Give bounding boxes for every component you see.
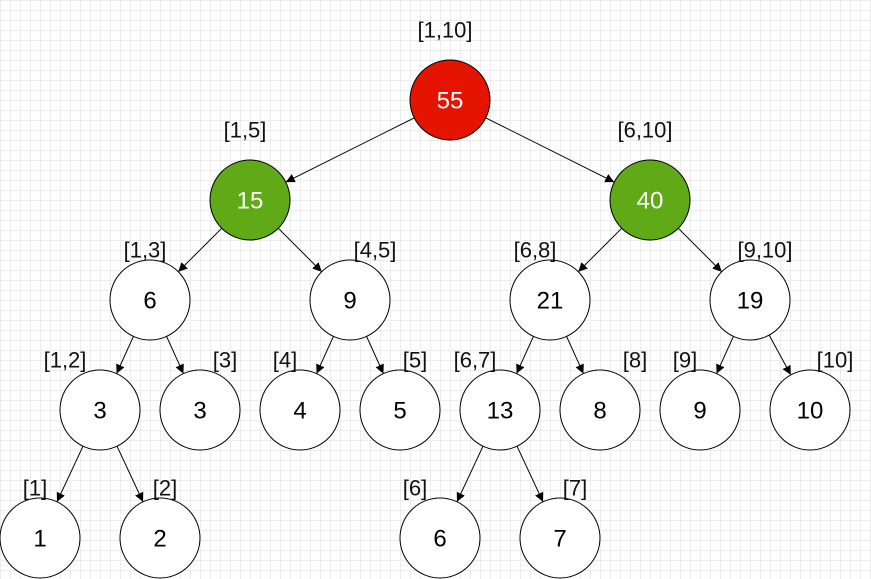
range-label: [6,10] xyxy=(617,118,672,143)
edge-n-4-5-to-n-5 xyxy=(366,336,384,374)
node-circle xyxy=(109,259,191,341)
node-value: 13 xyxy=(487,398,514,425)
edge-n-6-7-to-n-6 xyxy=(456,445,484,503)
tree-node: 6 xyxy=(399,497,481,579)
node-value: 6 xyxy=(433,526,446,553)
tree-node: 3 xyxy=(159,369,241,451)
tree-node: 8 xyxy=(559,369,641,451)
node-value: 21 xyxy=(537,288,564,315)
edge-n-6-7-to-n-7 xyxy=(516,445,544,503)
range-label: [10] xyxy=(817,348,854,373)
range-label: [1,5] xyxy=(224,118,267,143)
node-value: 3 xyxy=(93,398,106,425)
node-circle xyxy=(559,369,641,451)
range-label: [4] xyxy=(273,348,297,373)
range-label: [6,8] xyxy=(514,238,557,263)
node-value: 9 xyxy=(693,398,706,425)
node-circle xyxy=(399,497,481,579)
range-label: [5] xyxy=(403,348,427,373)
range-label: [1,2] xyxy=(44,348,87,373)
node-circle xyxy=(459,369,541,451)
range-labels: [1,10] [1,5] [6,10] [1,3] [4,5] [6,8] [9,10] [1… xyxy=(23,18,854,501)
node-value: 3 xyxy=(193,398,206,425)
edge-n-9-10-to-n-9 xyxy=(716,336,734,374)
tree-node: 10 xyxy=(769,369,851,451)
edge-n-9-10-to-n-10 xyxy=(768,334,792,376)
nodes: 55 15 40 6 9 21 19 3 3 4 5 13 8 9 10 1 2 6 7 xyxy=(0,59,851,579)
edge-n-1-5-to-n-1-3 xyxy=(177,227,223,273)
range-label: [1,10] xyxy=(417,18,472,43)
node-circle xyxy=(59,369,141,451)
tree-node: 3 xyxy=(59,369,141,451)
tree-node: 55 xyxy=(409,59,491,141)
tree-node: 4 xyxy=(259,369,341,451)
node-circle xyxy=(159,369,241,451)
range-label: [9] xyxy=(673,348,697,373)
tree-node: 9 xyxy=(309,259,391,341)
node-value: 10 xyxy=(797,398,824,425)
node-value: 8 xyxy=(593,398,606,425)
tree-node: 9 xyxy=(659,369,741,451)
edge-n-1-3-to-n-1-2 xyxy=(116,336,134,374)
node-circle xyxy=(0,497,81,579)
edge-n-1-5-to-n-4-5 xyxy=(277,227,323,273)
edge-n-1-2-to-n-1 xyxy=(56,445,84,503)
edge-n-4-5-to-n-4 xyxy=(316,336,334,374)
tree-node: 19 xyxy=(709,259,791,341)
tree-node: 15 xyxy=(209,159,291,241)
node-circle xyxy=(509,259,591,341)
tree-node: 40 xyxy=(609,159,691,241)
tree-node: 5 xyxy=(359,369,441,451)
node-value: 7 xyxy=(553,526,566,553)
edge-n-6-8-to-n-8 xyxy=(566,336,584,374)
node-circle xyxy=(259,369,341,451)
edge-n-6-10-to-n-6-8 xyxy=(577,227,623,273)
range-label: [2] xyxy=(153,476,177,501)
node-value: 15 xyxy=(237,188,264,215)
range-label: [3] xyxy=(213,348,237,373)
edge-n-6-8-to-n-6-7 xyxy=(516,336,534,374)
node-circle xyxy=(709,259,791,341)
node-circle xyxy=(409,59,491,141)
node-circle xyxy=(769,369,851,451)
node-value: 4 xyxy=(293,398,306,425)
range-label: [1] xyxy=(23,476,47,501)
range-label: [1,3] xyxy=(124,238,167,263)
tree-node: 6 xyxy=(109,259,191,341)
node-circle xyxy=(359,369,441,451)
range-label: [7] xyxy=(563,476,587,501)
edge-n-1-10-to-n-6-10 xyxy=(485,117,615,183)
node-circle xyxy=(659,369,741,451)
tree-node: 13 xyxy=(459,369,541,451)
edge-n-1-3-to-n-3 xyxy=(166,336,184,374)
tree-node: 2 xyxy=(119,497,201,579)
node-circle xyxy=(119,497,201,579)
node-circle xyxy=(309,259,391,341)
edge-n-6-10-to-n-9-10 xyxy=(677,227,723,273)
edge-n-1-10-to-n-1-5 xyxy=(285,117,415,183)
tree-node: 7 xyxy=(519,497,601,579)
edges xyxy=(56,117,792,503)
node-circle xyxy=(609,159,691,241)
edge-n-1-2-to-n-2 xyxy=(116,445,144,503)
tree-node: 1 xyxy=(0,497,81,579)
range-label: [9,10] xyxy=(737,238,792,263)
range-label: [6,7] xyxy=(454,348,497,373)
node-value: 1 xyxy=(33,526,46,553)
range-label: [4,5] xyxy=(354,238,397,263)
tree-node: 21 xyxy=(509,259,591,341)
node-circle xyxy=(209,159,291,241)
node-value: 6 xyxy=(143,288,156,315)
range-label: [8] xyxy=(623,348,647,373)
node-value: 55 xyxy=(437,88,464,115)
node-value: 2 xyxy=(153,526,166,553)
node-value: 5 xyxy=(393,398,406,425)
node-value: 40 xyxy=(637,188,664,215)
node-value: 19 xyxy=(737,288,764,315)
node-value: 9 xyxy=(343,288,356,315)
node-circle xyxy=(519,497,601,579)
range-label: [6] xyxy=(403,476,427,501)
